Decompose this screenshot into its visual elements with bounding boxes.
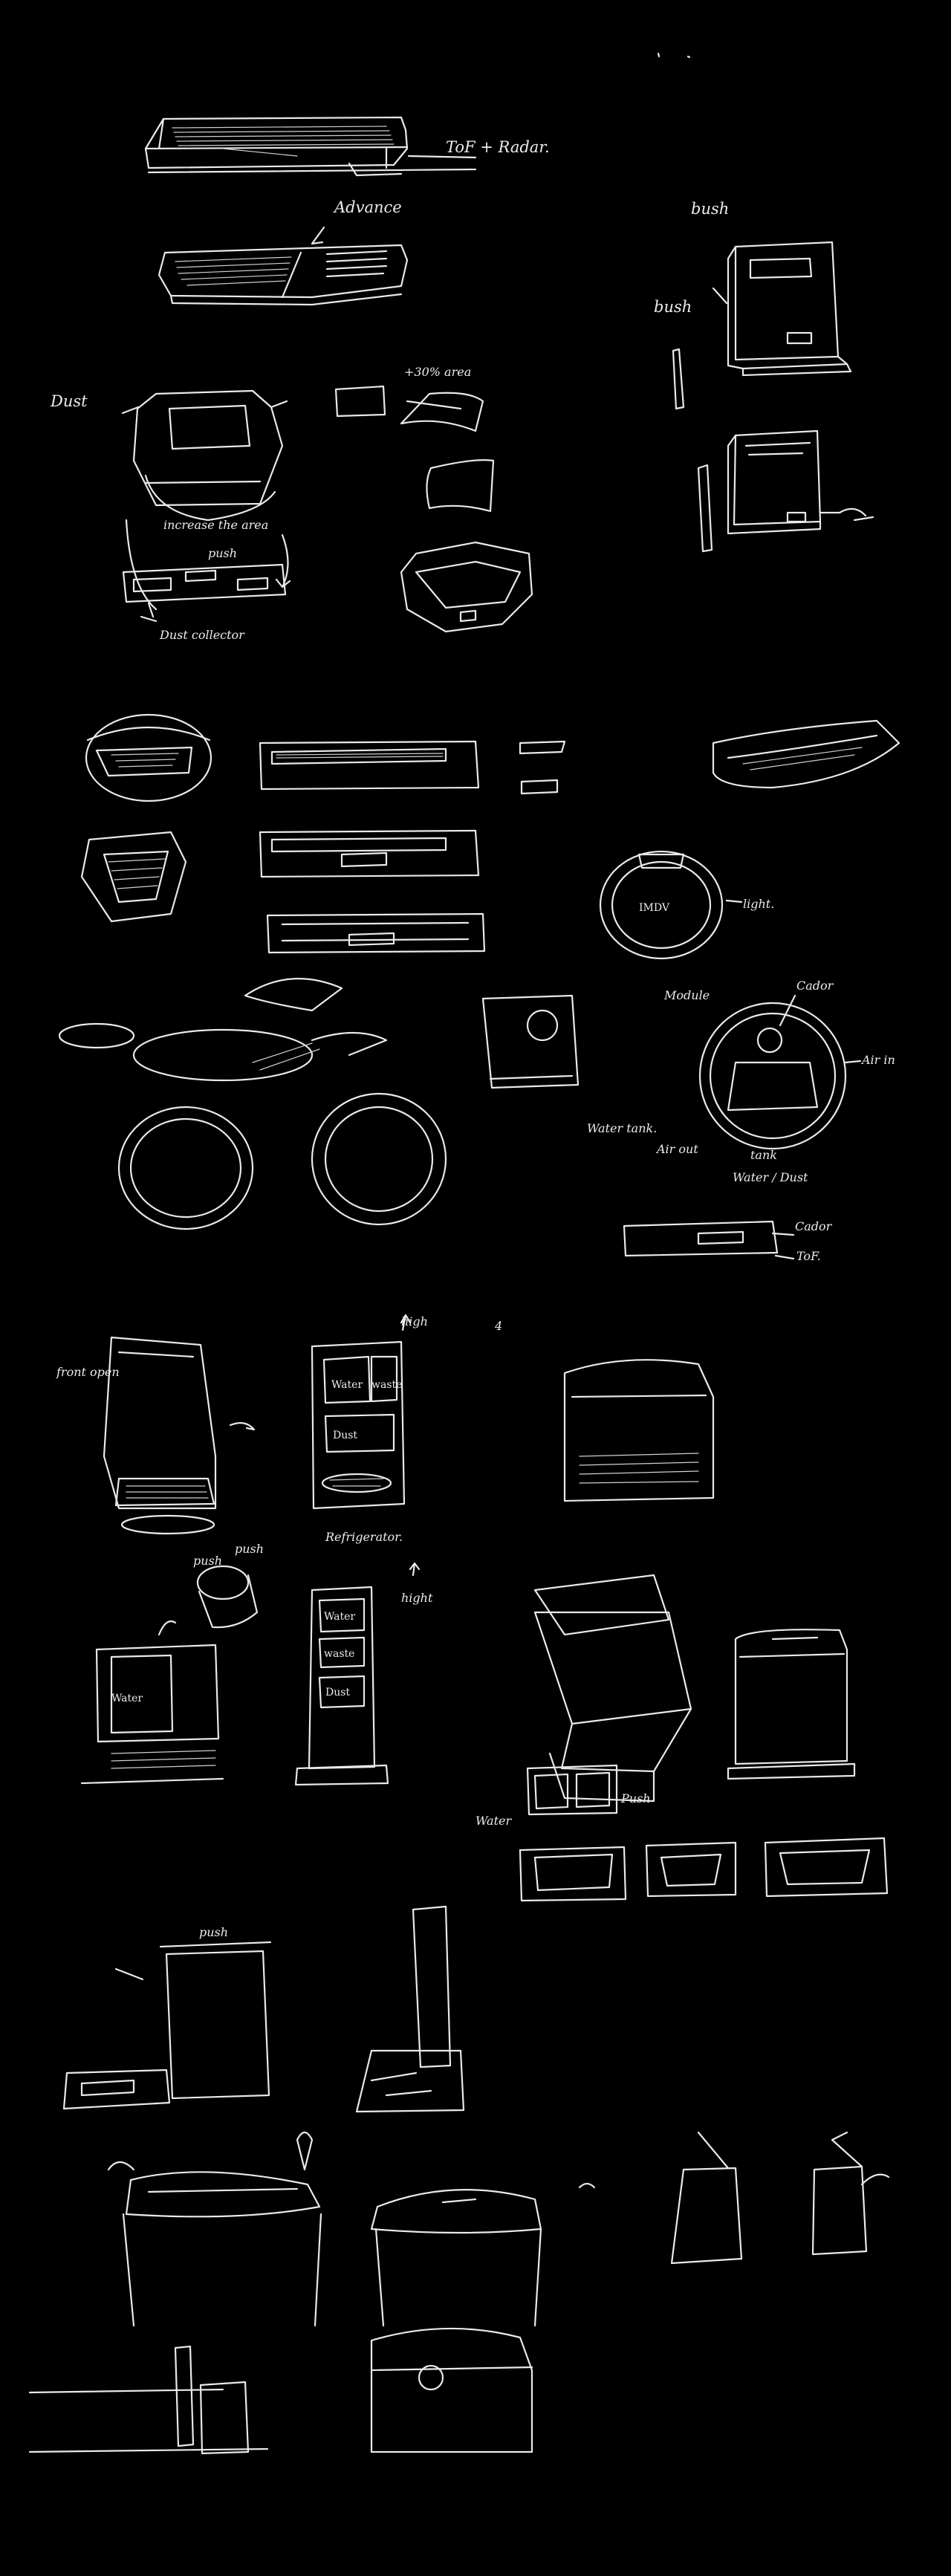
label-tall-dust: Dust	[325, 1687, 350, 1699]
top-specks	[657, 52, 691, 59]
label-air-in: Air in	[860, 1053, 895, 1067]
front-open-station	[103, 1336, 256, 1535]
label-four: 4	[494, 1319, 502, 1333]
label-brush-top: bush	[691, 200, 729, 218]
label-water-station: Water	[111, 1693, 143, 1704]
push-station	[80, 1565, 259, 1785]
lid-station-with-drawer	[62, 1941, 272, 2110]
dust-arrows	[125, 474, 291, 611]
rounded-station-hatched	[563, 1359, 715, 1502]
label-refrigerator: Refrigerator.	[325, 1530, 403, 1544]
square-robot-top	[481, 994, 580, 1089]
label-tof-lower: ToF.	[796, 1249, 821, 1263]
label-push-tray: Push	[620, 1791, 651, 1806]
label-water-box: Water	[331, 1379, 363, 1391]
label-high-mid: hight	[401, 1591, 433, 1605]
label-imdv: IMDV	[639, 902, 670, 914]
dust-bin-sketch	[121, 389, 288, 507]
label-tall-waste: waste	[324, 1648, 354, 1660]
label-light: light.	[743, 897, 774, 911]
tall-lid-station	[355, 1905, 465, 2113]
label-dust-collector: Dust collector	[159, 628, 245, 642]
label-front-open: front open	[56, 1365, 120, 1379]
label-dust: Dust	[50, 392, 88, 410]
tall-station	[294, 1562, 421, 1786]
label-waste-box: waste	[371, 1379, 402, 1391]
label-push-small: push	[208, 546, 237, 560]
swoosh-sketches	[58, 978, 447, 1230]
robot-top-hatching	[172, 126, 395, 157]
label-brush-side: bush	[654, 298, 692, 316]
hex-cup-sketch	[80, 831, 187, 923]
tray-variants	[519, 1764, 889, 1902]
flip-lid-boxes	[578, 2131, 890, 2265]
refrigerator-station	[311, 1314, 412, 1510]
module-cutaway	[698, 994, 862, 1150]
robot-side-sketch-tof	[144, 116, 477, 177]
label-increase-area: increase the area	[163, 518, 268, 532]
square-box-station	[727, 1629, 856, 1780]
label-water-tray: Water	[476, 1814, 512, 1828]
brush-station-bottom	[697, 429, 874, 553]
brush-station-top	[672, 241, 852, 410]
imdv-robot-top	[599, 850, 743, 960]
label-area: +30% area	[404, 365, 471, 379]
label-dust-box: Dust	[333, 1430, 357, 1441]
label-air-out: Air out	[655, 1142, 698, 1156]
dome-station-left	[107, 2131, 322, 2327]
bottom-station-sketches	[28, 2327, 533, 2455]
dome-station-right	[370, 2189, 542, 2327]
slim-tof-bar	[623, 1220, 795, 1260]
label-push-upper: push	[199, 1925, 228, 1939]
label-cador-lower: Cador	[795, 1219, 833, 1233]
label-cador: Cador	[796, 979, 834, 993]
round-robot-front	[85, 713, 212, 802]
advance-hatching	[175, 256, 292, 286]
control-panel-sketches	[259, 740, 566, 954]
label-module: Module	[663, 988, 710, 1002]
label-push-mid: push	[193, 1554, 222, 1568]
label-push-lid: push	[235, 1542, 264, 1556]
label-water-tank: Water tank.	[587, 1121, 657, 1135]
bumper-curve	[712, 719, 900, 789]
label-tank: tank	[750, 1148, 777, 1162]
label-water-dust: Water / Dust	[733, 1170, 808, 1184]
label-advance: Advance	[333, 198, 402, 216]
label-tall-water: Water	[324, 1611, 355, 1623]
area-increase-sketches	[334, 385, 533, 633]
robot-side-sketch-advance	[158, 226, 409, 306]
label-tof-radar: ToF + Radar.	[446, 138, 550, 156]
dust-collector-tray	[122, 563, 287, 623]
